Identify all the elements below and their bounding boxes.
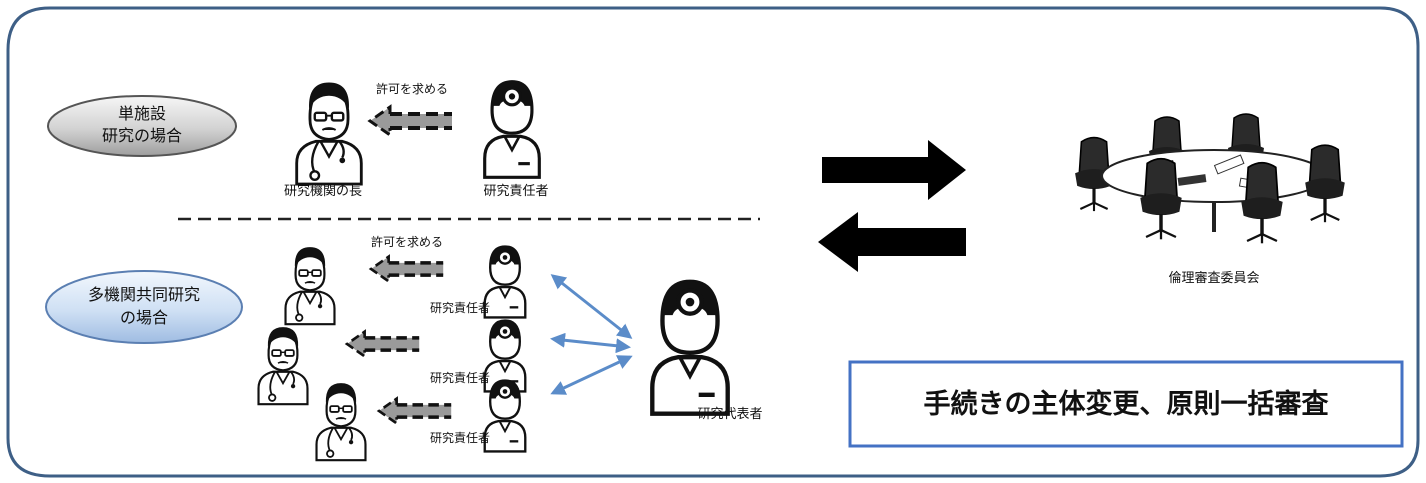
single-site-oval [47, 95, 237, 157]
coordination-arrow [550, 355, 633, 395]
single-site-label-line1: 単施設 [118, 104, 166, 123]
submit-to-committee-arrow [822, 140, 966, 200]
return-from-committee-arrow [818, 212, 966, 272]
researcher-icon [483, 80, 541, 179]
representative-label: 研究代表者 [697, 407, 762, 422]
coordination-arrow [550, 332, 631, 354]
single-site-section: 単施設 研究の場合 研究機関の長 許可を求める 研究責任者 [47, 80, 549, 199]
multi-site-label-line2: の場合 [120, 308, 168, 327]
outer-frame [6, 6, 1420, 478]
doctor-icon [295, 81, 363, 186]
researcher-icon [483, 379, 527, 453]
request-arrow-icon [345, 329, 421, 359]
meeting-table-icon [1073, 112, 1347, 246]
multi-site-oval [45, 270, 243, 344]
request-arrow-icon [377, 396, 453, 426]
representative-researcher-icon [652, 282, 727, 414]
pi-label: 研究責任者 [483, 184, 548, 199]
coordination-arrow [550, 274, 633, 339]
pi-label-2: 研究責任者 [430, 370, 490, 385]
summary-text: 手続きの主体変更、原則一括審査 [924, 388, 1329, 420]
doctor-icon [284, 246, 336, 326]
ethics-committee-label: 倫理審査委員会 [1168, 271, 1259, 286]
multi-site-section: 多機関共同研究 の場合 許可を求める 研究責任者 研究責任者 研究責任者 研究代… [45, 235, 763, 462]
institution-head-label: 研究機関の長 [284, 184, 362, 199]
researcher-icon [483, 245, 527, 319]
summary-box [848, 360, 1404, 448]
pi-label-1: 研究責任者 [430, 300, 490, 315]
request-arrow-icon [369, 254, 445, 284]
doctor-icon [257, 326, 309, 406]
request-permission-label: 許可を求める [376, 82, 448, 96]
multi-site-label-line1: 多機関共同研究 [88, 285, 200, 304]
multi-request-permission-label: 許可を求める [371, 235, 443, 249]
single-site-label-line2: 研究の場合 [102, 126, 182, 145]
doctor-icon [315, 382, 367, 462]
request-arrow-icon [368, 105, 454, 137]
pi-label-3: 研究責任者 [430, 430, 490, 445]
